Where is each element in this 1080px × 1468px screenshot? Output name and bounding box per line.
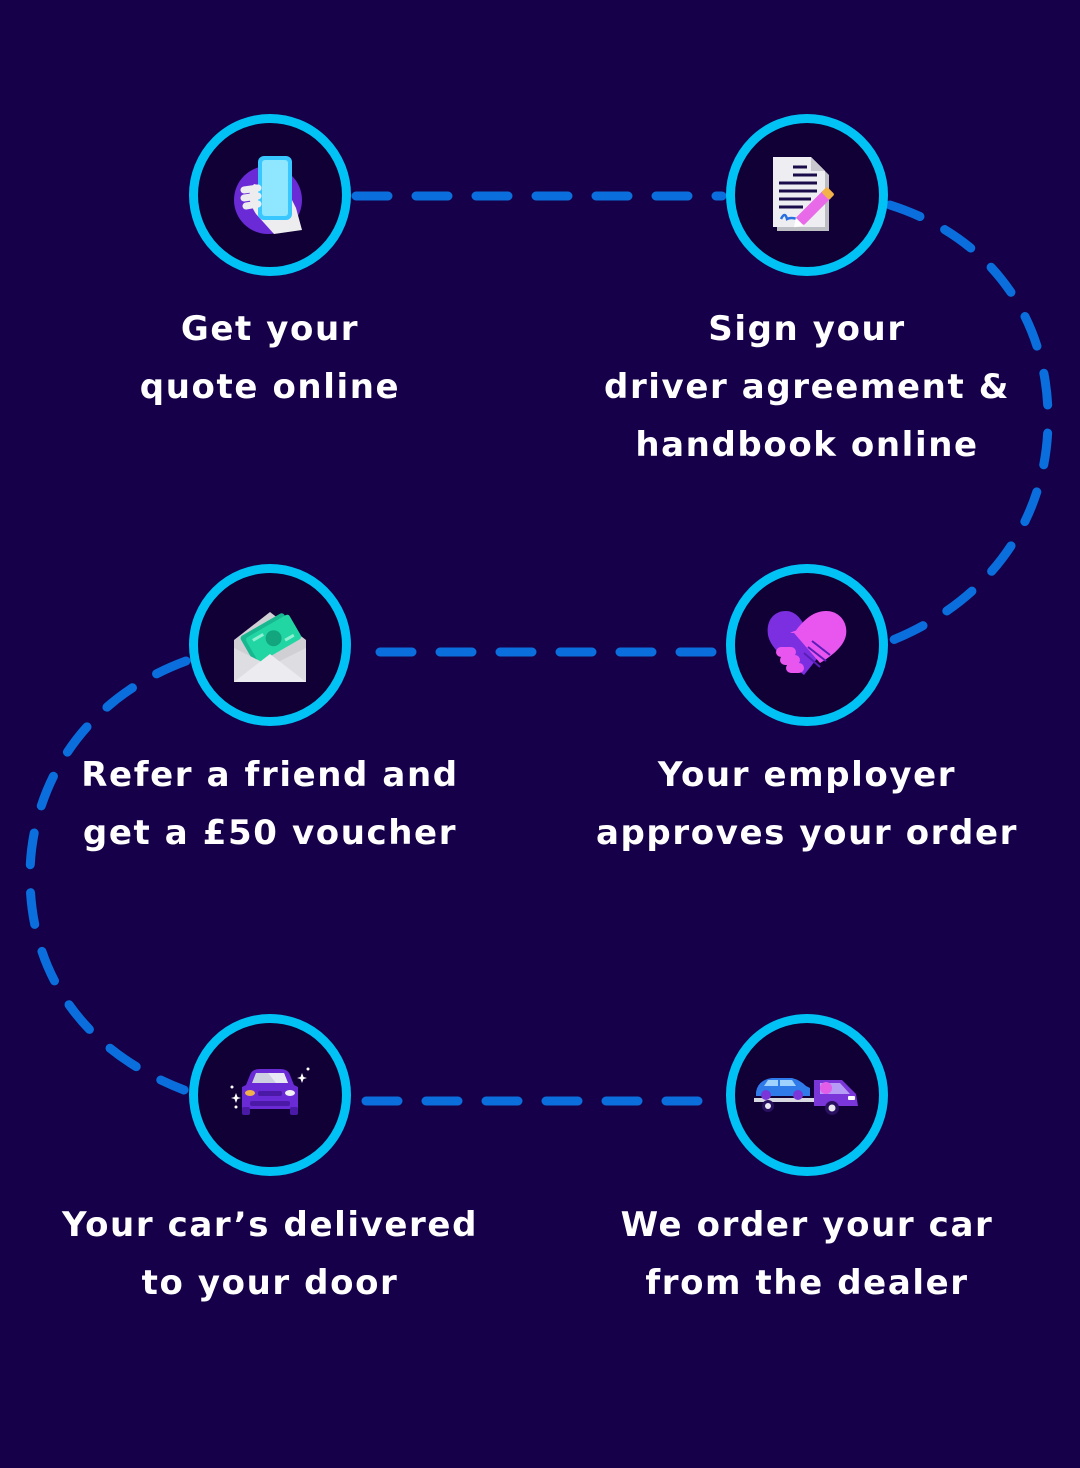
step-6-badge [189,1014,351,1176]
step-5-label: We order your car from the dealer [620,1205,994,1303]
step-3-label: Your employer approves your order [595,755,1019,853]
sparkling-car-icon [230,1067,310,1115]
step-4-badge [189,564,351,726]
connector-2-3 [885,200,1053,645]
money-envelope-icon [234,612,306,682]
handshake-heart-icon [767,611,847,675]
step-6-label: Your car’s delivered to your door [61,1205,479,1303]
step-4-label: Refer a friend and get a £50 voucher [81,755,459,853]
step-5-badge [726,1014,888,1176]
step-2-label: Sign your driver agreement & handbook on… [604,309,1010,465]
step-3-badge [726,564,888,726]
step-1-badge [189,114,351,276]
signed-document-icon [773,157,834,231]
step-1-label: Get your quote online [139,309,401,407]
phone-in-hand-icon [234,156,302,234]
tow-truck-icon [754,1078,858,1115]
connector-4-5 [25,656,191,1095]
step-2-badge [726,114,888,276]
